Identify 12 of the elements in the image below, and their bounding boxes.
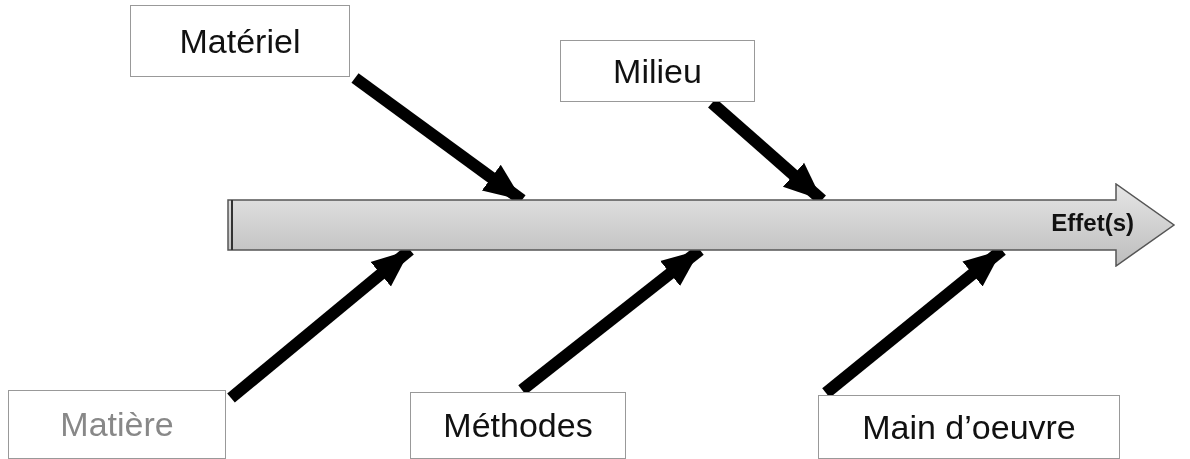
effect-label: Effet(s) — [1051, 209, 1134, 237]
category-box — [410, 392, 626, 459]
category-box — [560, 40, 755, 102]
category-label: Main d’oeuvre — [862, 407, 1076, 447]
category-box — [8, 390, 226, 459]
category-label: Matière — [60, 405, 174, 444]
category-label: Méthodes — [443, 406, 593, 445]
category-label: Matériel — [179, 21, 301, 61]
category-box — [818, 395, 1120, 459]
spine-arrow — [226, 183, 1176, 267]
category-box — [130, 5, 350, 77]
category-label: Milieu — [613, 51, 702, 91]
